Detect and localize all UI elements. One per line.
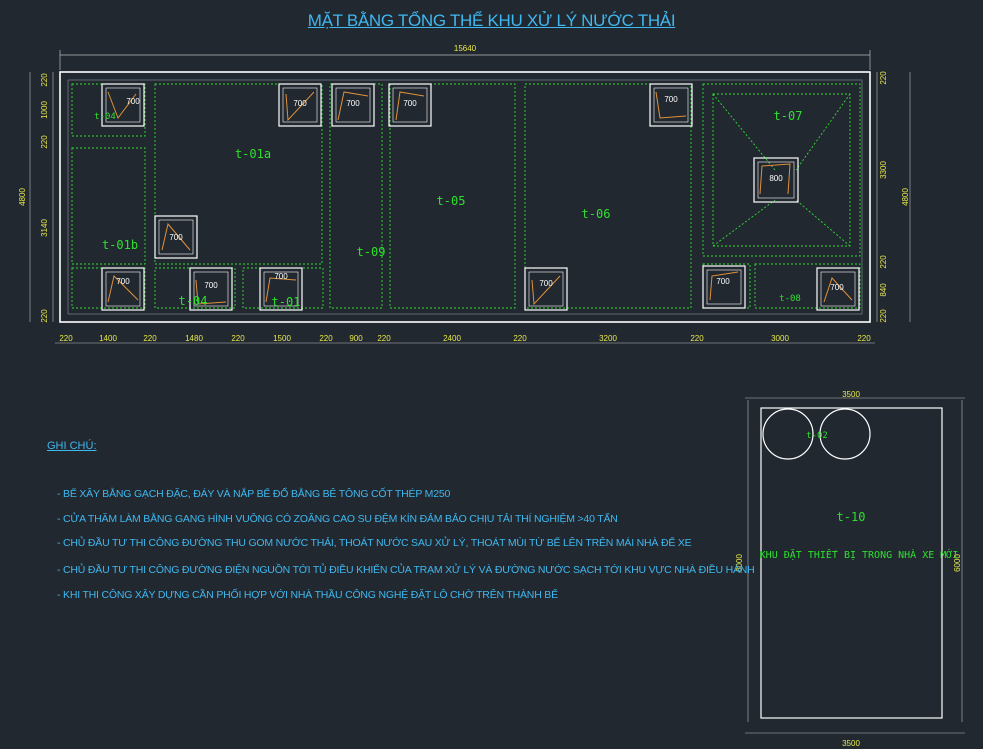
svg-text:840: 840 [879,283,888,297]
svg-text:220: 220 [319,334,333,343]
svg-text:220: 220 [513,334,527,343]
svg-text:3200: 3200 [599,334,617,343]
manhole-1: 700 [101,83,145,127]
svg-text:1000: 1000 [40,101,49,119]
svg-text:700: 700 [116,277,130,286]
tank-label-t09: t-09 [357,245,386,259]
tank-label-t10: t-10 [837,510,866,524]
note-item: - KHI THI CÔNG XÂY DỰNG CẦN PHỐI HỢP VỚI… [57,589,558,601]
manhole-4: 700 [388,83,432,127]
svg-text:2400: 2400 [443,334,461,343]
svg-text:700: 700 [716,277,730,286]
svg-text:220: 220 [690,334,704,343]
svg-text:220: 220 [40,135,49,149]
tank-label-t01b: t-01b [102,238,138,252]
svg-text:6000: 6000 [953,554,962,572]
svg-text:220: 220 [143,334,157,343]
tank-label-t06: t-06 [582,207,611,221]
manhole-13: 800 [753,157,799,203]
compartments [71,83,861,309]
svg-text:220: 220 [40,309,49,323]
left-dimensions: 220 1000 220 3140 220 4800 [18,72,54,323]
bottom-dimensions: 220 1400 220 1480 220 1500 220 900 220 2… [55,334,875,344]
svg-text:3500: 3500 [842,390,860,399]
manhole-7: 700 [101,267,145,311]
manhole-3: 700 [331,83,375,127]
svg-text:6000: 6000 [735,554,744,572]
equipment-room: 3500 3500 6000 6000 t-02 t-10 KHU ĐẶT TH… [735,390,965,748]
svg-text:800: 800 [769,174,783,183]
overall-width-label: 15640 [454,44,477,53]
svg-text:700: 700 [403,99,417,108]
svg-text:220: 220 [879,255,888,269]
svg-text:220: 220 [879,309,888,323]
svg-text:700: 700 [204,281,218,290]
svg-text:4800: 4800 [18,188,27,206]
svg-text:700: 700 [664,95,678,104]
right-dimensions: 220 3300 220 840 220 4800 [876,71,911,323]
svg-text:220: 220 [879,71,888,85]
tank-labels: t-01a t-01b t-04 t-01 t-09 t-05 t-06 t-0… [94,109,802,309]
notes-heading: GHI CHÚ: [47,440,97,452]
tank-label-t04: t-04 [179,294,208,308]
manhole-9: 700 [259,267,303,311]
manhole-12: 700 [816,267,860,311]
tank-label-t05: t-05 [437,194,466,208]
manhole-2: 700 [278,83,322,127]
svg-text:220: 220 [231,334,245,343]
svg-text:220: 220 [59,334,73,343]
manholes: 700 700 700 700 700 700 700 700 700 700 … [101,83,860,311]
svg-text:700: 700 [126,97,140,106]
note-item: - CHỦ ĐẦU TƯ THI CÔNG ĐƯỜNG ĐIỆN NGUỒN T… [57,564,755,576]
svg-text:700: 700 [293,99,307,108]
svg-text:700: 700 [346,99,360,108]
manhole-8: 700 [189,267,233,311]
svg-text:1500: 1500 [273,334,291,343]
overall-dimension: 15640 [59,44,871,70]
svg-text:3500: 3500 [842,739,860,748]
page-title: MẶT BẰNG TỔNG THỂ KHU XỬ LÝ NƯỚC THẢI [307,11,676,30]
manhole-5: 700 [649,83,693,127]
svg-text:700: 700 [830,283,844,292]
svg-text:220: 220 [857,334,871,343]
note-item: - CỬA THĂM LÀM BẰNG GANG HÌNH VUÔNG CÓ Z… [57,513,618,525]
manhole-10: 700 [524,267,568,311]
tank-label-t01a: t-01a [235,147,271,161]
svg-text:220: 220 [377,334,391,343]
manhole-11: 700 [702,265,746,309]
svg-text:3000: 3000 [771,334,789,343]
tank-label-t02: t-02 [806,431,828,441]
svg-text:1480: 1480 [185,334,203,343]
svg-text:220: 220 [40,73,49,87]
svg-text:3300: 3300 [879,161,888,179]
svg-text:700: 700 [274,272,288,281]
note-item: - BỂ XÂY BẰNG GẠCH ĐẶC, ĐÁY VÀ NẮP BỂ ĐỔ… [57,488,451,500]
equipment-room-text: KHU ĐẶT THIẾT BỊ TRONG NHÀ XE MỚI [760,548,959,561]
note-item: - CHỦ ĐẦU TƯ THI CÔNG ĐƯỜNG THU GOM NƯỚC… [57,537,692,549]
manhole-6: 700 [154,215,198,259]
svg-text:900: 900 [349,334,363,343]
tank-label-t04-small: t-04 [94,112,116,122]
svg-text:4800: 4800 [901,188,910,206]
svg-text:3140: 3140 [40,219,49,237]
tank-label-t01: t-01 [272,295,301,309]
tank-block-outline [59,71,871,323]
svg-text:1400: 1400 [99,334,117,343]
tank-label-t07: t-07 [774,109,803,123]
svg-text:700: 700 [539,279,553,288]
svg-text:700: 700 [169,233,183,242]
tank-label-t08: t-08 [779,294,801,304]
